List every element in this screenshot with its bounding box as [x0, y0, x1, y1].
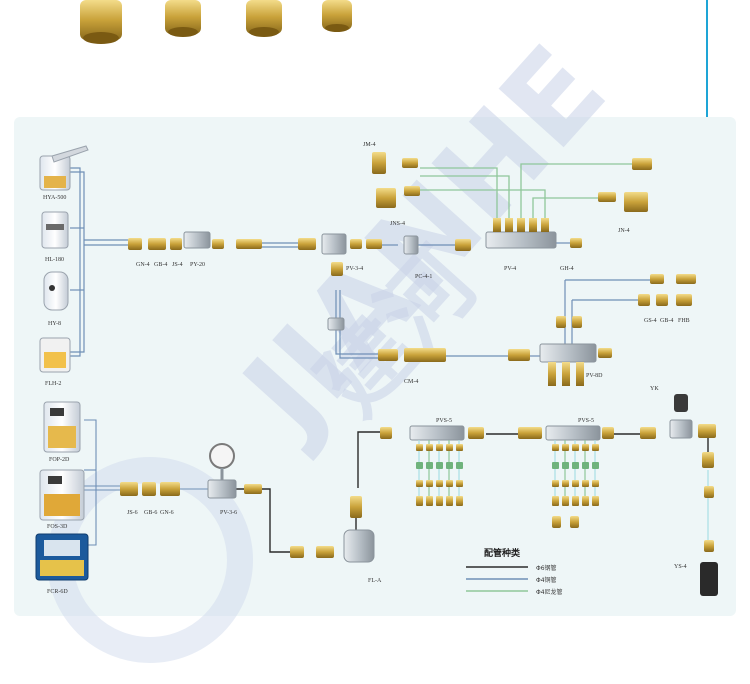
- pvs-drop-fitting: [426, 480, 433, 487]
- label-gn4: GN-4: [136, 262, 150, 268]
- pvs-drop-fitting: [592, 496, 599, 506]
- label-pc41: PC-4-1: [415, 274, 432, 280]
- label-pvs5b: PVS-5: [578, 418, 594, 424]
- pvs-drop-fitting: [552, 462, 559, 469]
- label-yk: YK: [650, 386, 659, 392]
- label-pv8d: PV-8D: [586, 373, 603, 379]
- label-jn4: JN-4: [618, 228, 630, 234]
- label-gs4: GS-4: [644, 318, 657, 324]
- pipe-legend: 配管种类 Φ6钢管 Φ4铜管 Φ4尼龙管: [466, 547, 563, 596]
- top-brass-fittings: [80, 0, 352, 44]
- pump-fcr6d: [35, 533, 89, 581]
- label-pv4: PV-4: [504, 266, 516, 272]
- label-cm4: CM-4: [404, 379, 418, 385]
- fittings-graphics: [120, 152, 718, 596]
- pvs-drop-fitting: [552, 444, 559, 451]
- label-jm4: JM-4: [363, 142, 376, 148]
- legend-label-0: Φ6钢管: [536, 564, 557, 572]
- pvs-drop-fitting: [562, 462, 569, 469]
- pump-hl180: [41, 211, 69, 249]
- pvs-drop-fitting: [456, 496, 463, 506]
- label-js6: JS-6: [127, 510, 138, 516]
- pvs-drop-fitting: [562, 480, 569, 487]
- pvs-drop-fittings: [416, 440, 599, 528]
- legend-label-2: Φ4尼龙管: [536, 588, 563, 596]
- label-gh4: GH-4: [560, 266, 574, 272]
- legend-title: 配管种类: [484, 547, 521, 559]
- pvs-drop-fitting: [572, 462, 579, 469]
- pvs-drop-fitting: [562, 496, 569, 506]
- pvs-drop-fitting: [552, 480, 559, 487]
- pvs-drop-fitting: [446, 496, 453, 506]
- pvs-drop-fitting: [456, 480, 463, 487]
- pvs-drop-fitting: [416, 444, 423, 451]
- label-hy8: HY-8: [48, 321, 61, 327]
- label-fhb: FHB: [678, 318, 690, 324]
- label-fla: FL-A: [368, 578, 382, 584]
- label-hl180: HL-180: [45, 257, 64, 263]
- label-hya500: HYA-500: [43, 195, 66, 201]
- label-fos3d: FOS-3D: [47, 524, 68, 530]
- pvs-drop-fitting: [572, 444, 579, 451]
- label-py20: PY-20: [190, 262, 205, 268]
- pump-flh2: [39, 337, 71, 373]
- label-pv36: PV-3-6: [220, 510, 237, 516]
- label-ys4: YS-4: [674, 564, 687, 570]
- pump-hya500: [39, 145, 89, 191]
- pvs-drop-fitting: [592, 444, 599, 451]
- label-gn6: GN-6: [160, 510, 174, 516]
- label-gb6: GB-6: [144, 510, 157, 516]
- label-pv34: PV-3-4: [346, 266, 363, 272]
- pvs-drop-fitting: [592, 480, 599, 487]
- pvs-drop-fitting: [436, 444, 443, 451]
- label-js4: JS-4: [172, 262, 183, 268]
- pvs-drop-fitting: [456, 444, 463, 451]
- pump-fop2d: [43, 401, 81, 453]
- pvs-drop-fitting: [572, 480, 579, 487]
- label-fcr6d: FCR-6D: [47, 589, 68, 595]
- label-gb4: GB-4: [154, 262, 167, 268]
- pvs-drop-fitting: [562, 444, 569, 451]
- label-gb4b: GB-4: [660, 318, 673, 324]
- pvs-drop-fitting: [582, 480, 589, 487]
- pump-fos3d: [39, 469, 85, 521]
- pvs-drop-fitting: [436, 480, 443, 487]
- pvs-drop-fitting: [446, 462, 453, 469]
- pvs-drop-fitting: [426, 444, 433, 451]
- pvs-drop-fitting: [426, 496, 433, 506]
- label-flh2: FLH-2: [45, 381, 61, 387]
- pump-hy8: [43, 271, 69, 311]
- pvs-drop-fitting: [416, 462, 423, 469]
- pump-units: [35, 145, 89, 581]
- pvs-drop-fitting: [446, 444, 453, 451]
- loose-fitting: [552, 516, 561, 528]
- label-fop2d: FOP-2D: [49, 457, 70, 463]
- pvs-drop-fitting: [446, 480, 453, 487]
- label-pvs5a: PVS-5: [436, 418, 452, 424]
- loose-fitting: [570, 516, 579, 528]
- legend-label-1: Φ4铜管: [536, 576, 557, 584]
- label-jns4: JNS-4: [390, 221, 405, 227]
- pvs-drop-fitting: [582, 462, 589, 469]
- pvs-drop-fitting: [592, 462, 599, 469]
- pvs-drop-fitting: [572, 496, 579, 506]
- pvs-drop-fitting: [436, 496, 443, 506]
- pvs-drop-fitting: [426, 462, 433, 469]
- pvs-drop-fitting: [456, 462, 463, 469]
- pvs-drop-fitting: [416, 480, 423, 487]
- pvs-drop-fitting: [552, 496, 559, 506]
- pvs-drop-fitting: [582, 444, 589, 451]
- pvs-drop-fitting: [416, 496, 423, 506]
- labels: HYA-500 HL-180 HY-8 FLH-2 FOP-2D FOS-3D …: [43, 142, 690, 595]
- pvs-drop-fitting: [436, 462, 443, 469]
- pvs-drop-fitting: [582, 496, 589, 506]
